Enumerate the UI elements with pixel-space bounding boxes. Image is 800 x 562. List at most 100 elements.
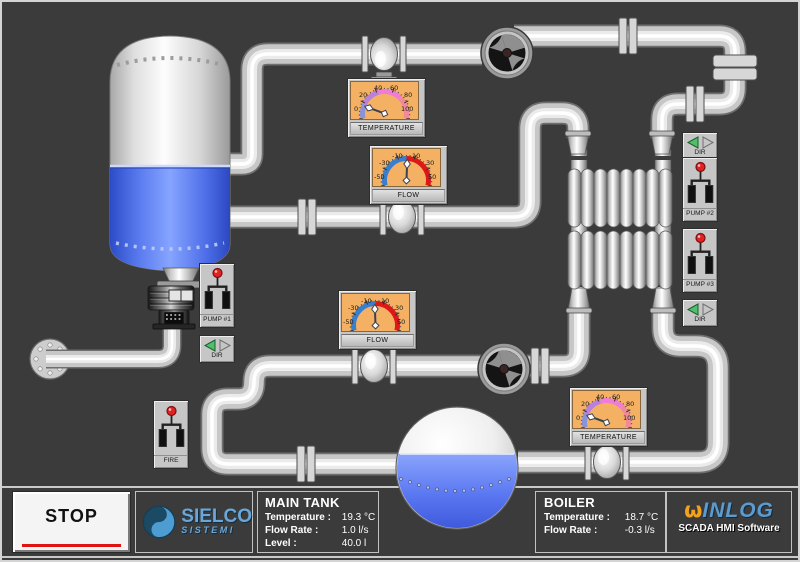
winlog-logo-panel: ωINLOG SCADA HMI Software xyxy=(666,491,792,553)
fire-label: FIRE xyxy=(154,455,188,468)
main-tank-temperature-row: Temperature : 19.3 °C xyxy=(265,512,376,523)
gauge-boiler-temperature: 0 20 40 60 80 100 TEMPERATURE xyxy=(569,387,648,447)
fire-switch[interactable]: FIRE xyxy=(153,400,189,469)
tick-label: 0 xyxy=(354,105,359,113)
dir-left-arrow-icon[interactable] xyxy=(686,303,698,316)
gauge-label: TEMPERATURE xyxy=(350,122,423,135)
winlog-subtitle: SCADA HMI Software xyxy=(678,523,780,534)
dir-label: DIR xyxy=(211,352,223,359)
dir-label: DIR xyxy=(694,316,706,323)
boiler-flowrate-row: Flow Rate : -0.3 l/s xyxy=(544,525,655,536)
dir-left-arrow-icon[interactable] xyxy=(203,339,215,352)
temperature-dial-icon xyxy=(358,87,411,119)
boiler-temperature-value: 18.7 °C xyxy=(624,512,659,523)
tick-label: 40 xyxy=(374,84,383,92)
tick-label: 30 xyxy=(395,304,404,312)
pump1-switch[interactable]: PUMP #1 xyxy=(199,263,235,328)
gauge-dial-face: 0 20 40 60 80 100 xyxy=(350,81,419,120)
winlog-wordmark: ωINLOG xyxy=(684,498,774,522)
gauge-needle xyxy=(585,413,611,427)
pump3-switch[interactable]: PUMP #3 xyxy=(682,228,718,293)
tick-label: -50 xyxy=(374,173,385,181)
direction-arrows-icon xyxy=(686,303,714,316)
gauge-label: FLOW xyxy=(372,189,445,202)
dir-label: DIR xyxy=(694,149,706,156)
gauge-main-tank-temperature: 0 20 40 60 80 100 TEMPERATURE xyxy=(347,78,426,138)
pump1-label: PUMP #1 xyxy=(200,314,234,327)
winlog-omega-icon: ω xyxy=(684,498,703,522)
tank-pump-motor xyxy=(147,285,196,330)
direction-arrows-icon xyxy=(203,339,231,352)
sielco-logo-panel: SIELCO SISTEMI xyxy=(135,491,253,553)
pump2-label: PUMP #2 xyxy=(683,208,717,221)
gauge-needle xyxy=(363,104,389,118)
gauge-dial-face: 0 20 40 60 80 100 xyxy=(572,390,641,429)
gauge-main-tank-flow: -50 -30 -10 10 30 50 FLOW xyxy=(369,145,448,205)
fan-top xyxy=(480,26,534,80)
tick-label: 50 xyxy=(397,318,406,326)
wall-flange xyxy=(29,338,71,380)
sielco-wordmark-2: SISTEMI xyxy=(181,525,235,535)
boiler-status-panel: BOILER Temperature : 18.7 °C Flow Rate :… xyxy=(535,491,666,553)
stop-button-accent xyxy=(22,544,121,547)
coil-bottom-bank xyxy=(567,230,673,290)
tick-label: 80 xyxy=(626,400,635,408)
dir-right-arrow-icon[interactable] xyxy=(219,339,231,352)
coil-top-bank xyxy=(567,168,673,228)
tick-label: 10 xyxy=(412,152,421,160)
pump3-label: PUMP #3 xyxy=(683,279,717,292)
tick-label: -30 xyxy=(379,159,390,167)
pump2-direction-control[interactable]: DIR xyxy=(682,132,718,160)
tick-label: 30 xyxy=(426,159,435,167)
fan-bottom xyxy=(477,342,531,396)
tick-label: 100 xyxy=(623,414,636,422)
tick-label: -10 xyxy=(361,297,372,305)
dir-right-arrow-icon[interactable] xyxy=(702,136,714,149)
gauge-needle xyxy=(402,158,411,185)
tick-label: 0 xyxy=(576,414,581,422)
pipe-pump-drain xyxy=(46,324,172,359)
main-tank-level-value: 40.0 l xyxy=(341,538,367,549)
tick-label: 100 xyxy=(401,105,414,113)
gauge-label: TEMPERATURE xyxy=(572,431,645,444)
dir-right-arrow-icon[interactable] xyxy=(702,303,714,316)
tick-label: 40 xyxy=(596,393,605,401)
stop-button[interactable]: STOP xyxy=(12,491,131,553)
sielco-logo-icon xyxy=(142,505,176,539)
boiler-flowrate-value: -0.3 l/s xyxy=(624,525,655,536)
tick-label: 60 xyxy=(390,84,399,92)
direction-arrows-icon xyxy=(686,136,714,149)
valve-top-line xyxy=(361,35,407,83)
main-tank-level-row: Level : 40.0 l xyxy=(265,538,367,549)
tick-label: 80 xyxy=(404,91,413,99)
main-tank-status-panel: MAIN TANK Temperature : 19.3 °C Flow Rat… xyxy=(257,491,379,553)
stop-button-label: STOP xyxy=(45,506,98,526)
tick-label: 50 xyxy=(428,173,437,181)
dir-left-arrow-icon[interactable] xyxy=(686,136,698,149)
gauge-label: FLOW xyxy=(341,334,414,347)
gauge-dial-face: -50 -30 -10 10 30 50 xyxy=(372,148,441,187)
sielco-wordmark: SIELCO xyxy=(181,506,252,527)
pump2-switch[interactable]: PUMP #2 xyxy=(682,157,718,222)
boiler-temperature-row: Temperature : 18.7 °C xyxy=(544,512,659,523)
tick-label: -30 xyxy=(348,304,359,312)
pump1-direction-control[interactable]: DIR xyxy=(199,335,235,363)
tick-label: -50 xyxy=(343,318,354,326)
lever-switch-icon xyxy=(204,267,230,309)
boiler-title: BOILER xyxy=(544,495,595,510)
status-bar: STOP SIELCO SISTEMI MAIN TANK Temperatur… xyxy=(2,486,798,558)
tick-label: 60 xyxy=(612,393,621,401)
lever-switch-icon xyxy=(687,161,713,203)
main-tank-flowrate-row: Flow Rate : 1.0 l/s xyxy=(265,525,369,536)
tick-label: 10 xyxy=(381,297,390,305)
main-tank-title: MAIN TANK xyxy=(265,495,340,510)
pipe-fan-to-exchanger xyxy=(514,36,735,138)
tick-label: 20 xyxy=(359,91,368,99)
tick-label: -10 xyxy=(392,152,403,160)
pump3-direction-control[interactable]: DIR xyxy=(682,299,718,327)
main-tank-flowrate-value: 1.0 l/s xyxy=(341,525,369,536)
temperature-dial-icon xyxy=(580,396,633,428)
main-tank-temperature-value: 19.3 °C xyxy=(341,512,376,523)
heat-exchanger xyxy=(564,130,677,314)
